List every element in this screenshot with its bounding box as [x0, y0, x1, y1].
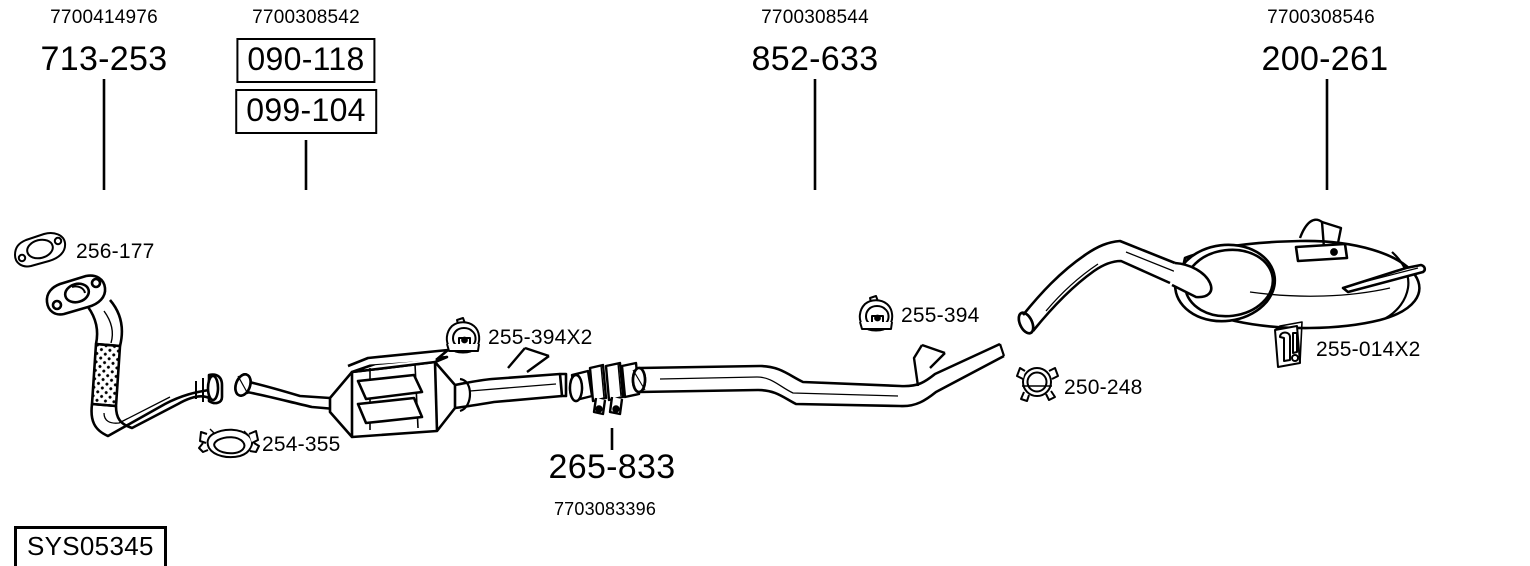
part-number-catalytic-alternate[interactable]: 099-104 — [235, 89, 377, 134]
part-number-intermediate[interactable]: 852-633 — [751, 40, 879, 78]
u-bolt-clamp-icon — [1016, 367, 1059, 402]
intermediate-pipe-drawing — [631, 342, 1006, 408]
part-number-flange-connector[interactable]: 265-833 — [548, 448, 676, 486]
accessory-label-hanger-silencer[interactable]: 255-014X2 — [1316, 338, 1421, 361]
part-number-front-pipe[interactable]: 713-253 — [40, 40, 168, 78]
oem-code-flange-connector: 7703083396 — [553, 499, 657, 519]
part-number-silencer[interactable]: 200-261 — [1261, 40, 1389, 78]
flange-connector-drawing — [568, 361, 641, 416]
rubber-hanger-icon — [858, 295, 894, 332]
oem-code-intermediate: 7700308544 — [761, 7, 869, 28]
pipe-clamp-icon — [198, 428, 260, 459]
rear-silencer-drawing — [1017, 218, 1427, 335]
flange-gasket-icon — [14, 232, 67, 268]
leader-lines — [102, 79, 1329, 450]
accessory-label-gasket[interactable]: 256-177 — [76, 240, 155, 263]
accessory-label-clamp-rear[interactable]: 250-248 — [1064, 376, 1143, 399]
front-pipe-drawing — [45, 274, 224, 438]
rubber-hanger-icon — [445, 317, 481, 354]
strap-hanger-icon — [1274, 321, 1303, 368]
accessory-label-hanger-rear[interactable]: 255-394 — [901, 304, 980, 327]
accessory-label-clamp-front[interactable]: 254-355 — [262, 433, 341, 456]
catalytic-converter-drawing — [234, 346, 568, 439]
oem-code-catalytic: 7700308542 — [252, 7, 360, 28]
part-number-catalytic-primary[interactable]: 090-118 — [236, 38, 376, 83]
oem-code-front-pipe: 7700414976 — [50, 7, 158, 28]
oem-code-silencer: 7700308546 — [1267, 7, 1375, 28]
system-code-badge: SYS05345 — [14, 526, 167, 566]
accessory-label-hanger-mid[interactable]: 255-394X2 — [488, 326, 593, 349]
